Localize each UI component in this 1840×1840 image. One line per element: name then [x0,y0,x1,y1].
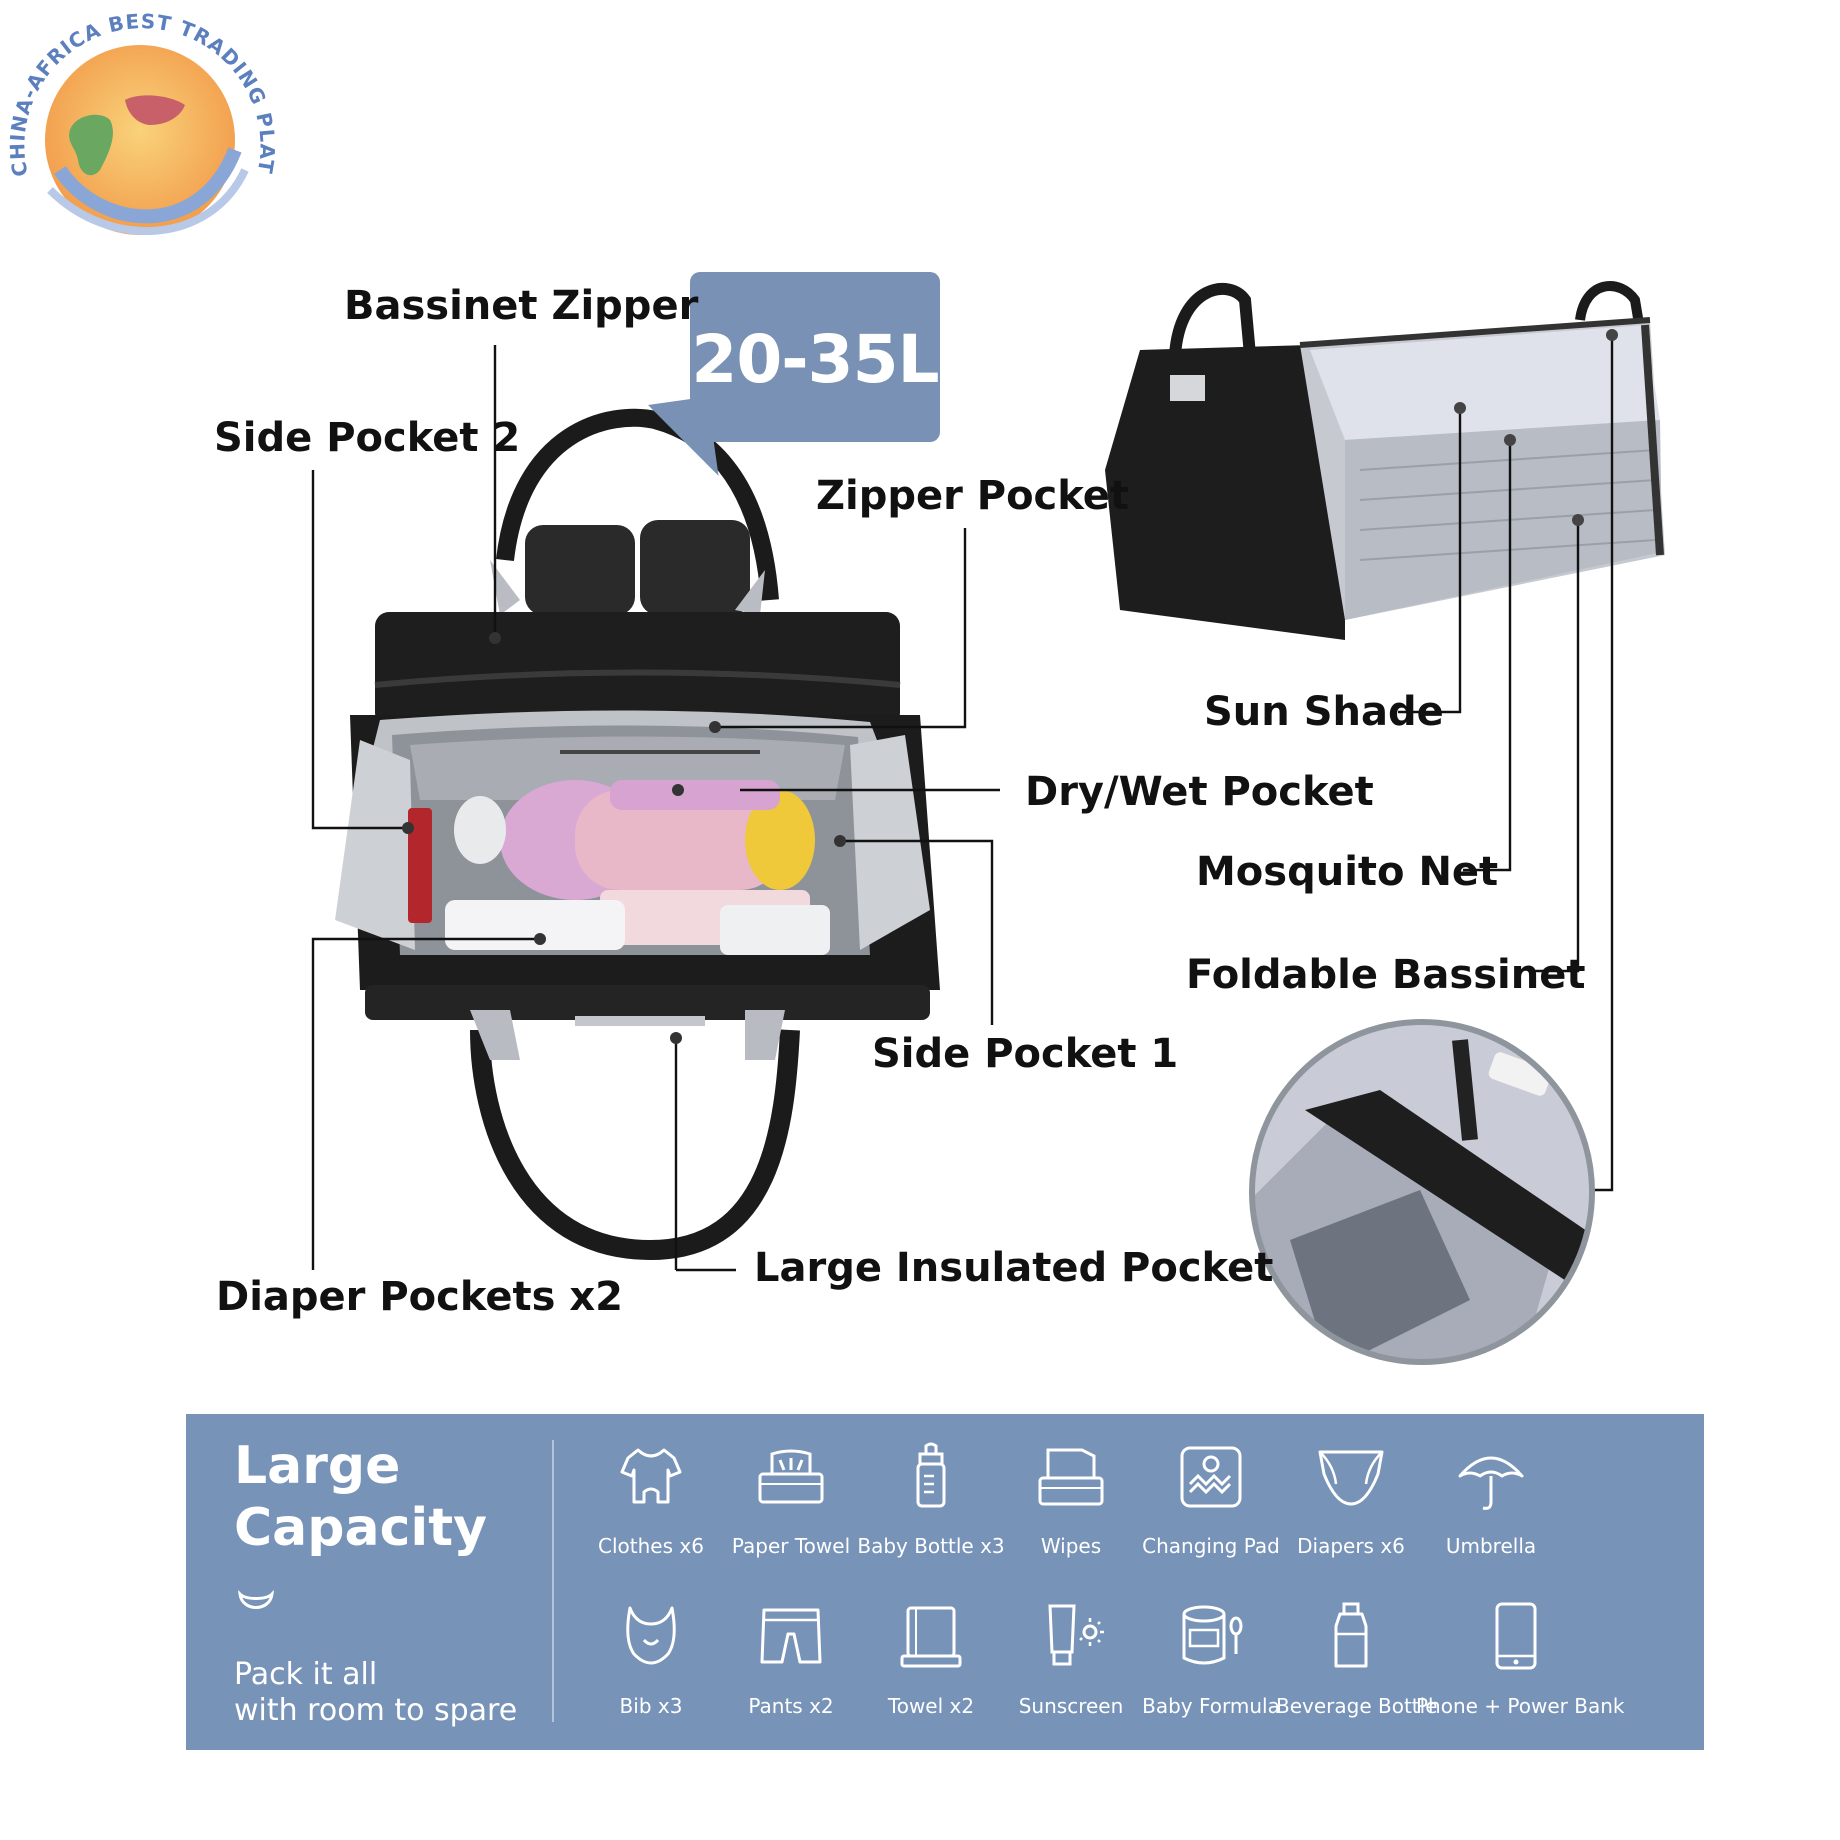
open-backpack-illustration [335,408,940,1261]
item-towel: Towel x2 [856,1600,1006,1716]
item-phone-power-bank: Phone + Power Bank [1416,1600,1625,1718]
onesie-icon [620,1448,682,1504]
item-label: Beverage Bottle [1276,1694,1438,1718]
callout-dots [402,632,846,1044]
item-bib: Bib x3 [576,1600,726,1716]
baby-bottle-icon [916,1442,946,1508]
item-label: Paper Towel [731,1534,851,1558]
item-label: Pants x2 [748,1694,834,1718]
item-pants: Pants x2 [716,1600,866,1716]
globe-logo-icon: CHINA-AFRICA BEST TRADING PLATFORM [0,0,279,236]
item-label: Phone + Power Bank [1416,1694,1625,1718]
diaper-icon [1318,1450,1384,1506]
panel-title-line-1: Large [234,1436,401,1496]
label-sun-shade: Sun Shade [1204,689,1444,735]
item-sunscreen: Sunscreen [996,1600,1146,1716]
item-label: Baby Bottle x3 [857,1534,1005,1558]
phone-icon [1495,1602,1537,1670]
item-baby-bottle: Baby Bottle x3 [856,1440,1006,1556]
item-label: Wipes [1040,1534,1102,1558]
label-large-insulated-pocket: Large Insulated Pocket [754,1245,1274,1291]
item-label: Baby Formula [1142,1694,1280,1718]
panel-title-line-2: Capacity [234,1498,487,1558]
callout-leader-lines [311,345,1000,1272]
item-label: Umbrella [1445,1534,1537,1558]
changing-pad-icon [1180,1446,1242,1508]
panel-subtitle-line-1: Pack it all [234,1657,378,1692]
capacity-badge: 20-35L [690,272,940,442]
item-wipes: Wipes [996,1440,1146,1556]
item-label: Towel x2 [887,1694,975,1718]
item-umbrella: Umbrella [1416,1440,1566,1556]
label-side-pocket-2: Side Pocket 2 [214,415,521,461]
formula-can-icon [1182,1605,1243,1665]
smile-icon [238,1589,274,1609]
capacity-value: 20-35L [691,321,939,398]
pants-icon [760,1608,822,1664]
label-foldable-bassinet: Foldable Bassinet [1186,952,1586,998]
item-changing-pad: Changing Pad [1136,1440,1286,1556]
item-paper-towel: Paper Towel [716,1440,866,1556]
item-label: Bib x3 [619,1694,683,1718]
bassinet-bag-illustration [1105,281,1665,640]
panel-subtitle-line-2: with room to spare [234,1693,518,1728]
zipper-detail-zoom [1249,1019,1595,1365]
tissue-box-icon [758,1449,824,1504]
panel-divider [552,1440,554,1722]
item-label: Sunscreen [1018,1694,1124,1718]
capacity-panel: Large Capacity Pack it all with room to … [186,1414,1704,1750]
label-mosquito-net: Mosquito Net [1196,849,1499,895]
label-dry-wet-pocket: Dry/Wet Pocket [1025,769,1374,815]
item-diapers: Diapers x6 [1276,1440,1426,1556]
wipes-icon [1038,1448,1104,1506]
item-baby-formula: Baby Formula [1136,1600,1286,1716]
bassinet-dots [1454,329,1618,526]
brand-logo: CHINA-AFRICA BEST TRADING PLATFORM [0,0,290,260]
bib-icon [626,1606,676,1665]
beverage-bottle-icon [1334,1602,1368,1668]
sunscreen-icon [1048,1604,1104,1666]
label-bassinet-zipper: Bassinet Zipper [344,283,699,329]
label-side-pocket-1: Side Pocket 1 [872,1031,1179,1077]
label-diaper-pockets: Diaper Pockets x2 [216,1274,623,1320]
towel-icon [900,1606,962,1668]
item-clothes: Clothes x6 [576,1440,726,1556]
item-beverage-bottle: Beverage Bottle [1276,1600,1438,1718]
umbrella-icon [1458,1456,1524,1510]
label-zipper-pocket: Zipper Pocket [816,473,1130,519]
item-label: Changing Pad [1142,1534,1280,1558]
item-label: Clothes x6 [598,1534,704,1558]
item-label: Diapers x6 [1297,1534,1405,1558]
